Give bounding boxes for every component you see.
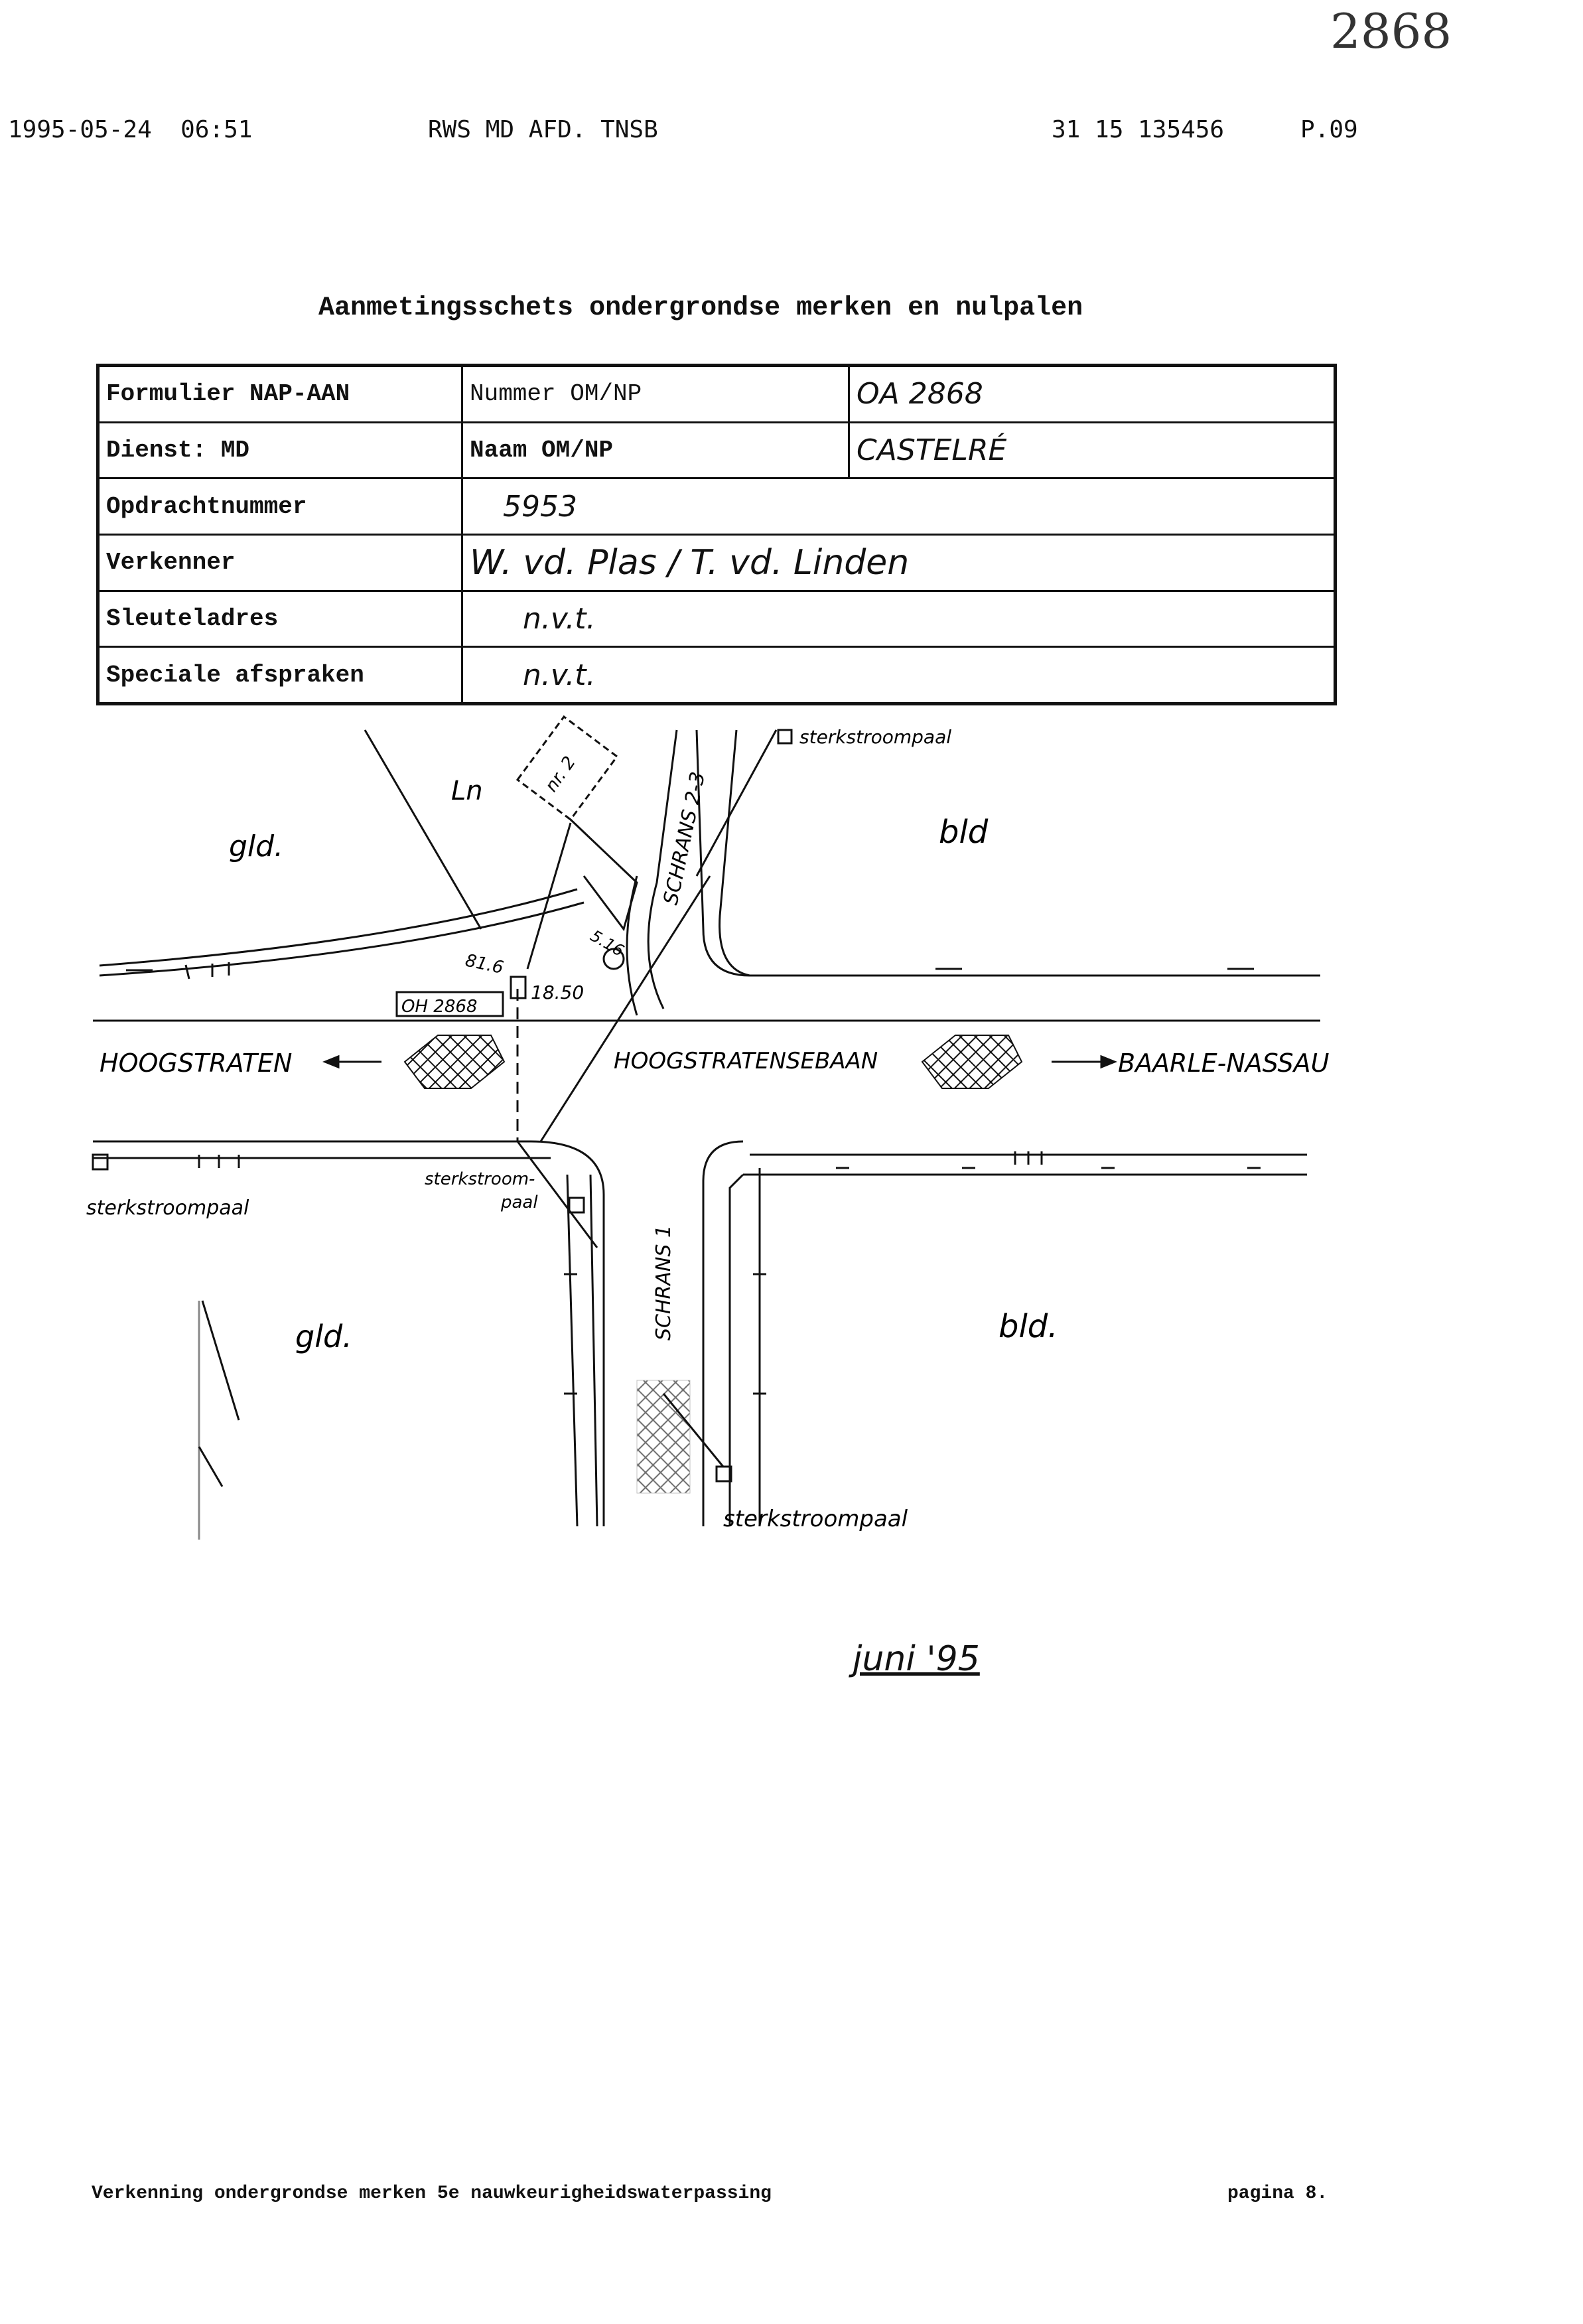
document-title: Aanmetingsschets ondergrondse merken en …: [318, 293, 1083, 323]
label-nr2: nr. 2: [541, 753, 580, 796]
label-baarle-nassau: BAARLE-NASSAU: [1118, 1049, 1330, 1078]
form-label: Opdrachtnummer: [97, 477, 463, 536]
label-measure-81-6: 81.6: [464, 951, 506, 978]
label-sterkstroompaal-left: sterkstroompaal: [86, 1197, 249, 1220]
label-sterkstroompaal-mid-2: paal: [500, 1193, 538, 1212]
label-bld-top: bld: [939, 814, 989, 851]
form-table: Formulier NAP-AAN Nummer OM/NP OA 2868 D…: [96, 364, 1337, 705]
hatched-areas: [403, 1035, 1023, 1494]
north-arrow: [198, 1300, 240, 1540]
label-sterkstroompaal-top: sterkstroompaal: [799, 726, 951, 748]
form-value-sleuteladres: n.v.t.: [461, 589, 1336, 648]
label-gld-top: gld.: [229, 830, 283, 863]
document-number-handwritten: 2868: [1330, 3, 1452, 59]
form-label-secondary: Nummer OM/NP: [461, 364, 850, 423]
mark-id-box: [395, 991, 504, 1017]
label-schrans-1: SCHRANS 1: [652, 1225, 675, 1341]
house-nr-2: [516, 715, 638, 932]
form-row-formulier: Formulier NAP-AAN Nummer OM/NP OA 2868: [97, 364, 1336, 423]
form-row-sleuteladres: Sleuteladres n.v.t.: [97, 589, 1336, 648]
form-row-speciale-afspraken: Speciale afspraken n.v.t.: [97, 646, 1336, 705]
form-label: Speciale afspraken: [97, 646, 463, 705]
fax-page: P.09: [1300, 116, 1358, 143]
label-measure-18-50: 18.50: [531, 981, 584, 1003]
form-label: Sleuteladres: [97, 589, 463, 648]
direction-arrows: [322, 1054, 1118, 1069]
label-hoogstratensebaan: HOOGSTRATENSEBAAN: [614, 1048, 878, 1074]
mark-location-box: [510, 976, 527, 999]
fax-sender: RWS MD AFD. TNSB: [428, 116, 658, 143]
form-value-speciale-afspraken: n.v.t.: [461, 646, 1336, 705]
label-hoogstraten: HOOGSTRATEN: [100, 1049, 292, 1078]
form-row-verkenner: Verkenner W. vd. Plas / T. vd. Linden: [97, 533, 1336, 592]
measure-lines: [364, 729, 778, 1467]
power-pole-markers: [92, 729, 793, 1483]
footer-page-number: pagina 8.: [1227, 2183, 1328, 2204]
form-label: Verkenner: [97, 533, 463, 592]
form-value-name: CASTELRÉ: [848, 421, 1336, 480]
form-value-number: OA 2868: [848, 364, 1336, 423]
main-road-edges: [93, 729, 1320, 1527]
form-value-opdrachtnummer: 5953: [461, 477, 1336, 536]
fax-phone: 31 15 135456: [1052, 116, 1225, 143]
form-row-dienst: Dienst: MD Naam OM/NP CASTELRÉ: [97, 421, 1336, 480]
form-row-opdracht: Opdrachtnummer 5953: [97, 477, 1336, 536]
label-mark-id: OH 2868: [401, 997, 477, 1017]
form-label: Formulier NAP-AAN: [97, 364, 463, 423]
date-note-handwritten: juni '95: [853, 1639, 980, 1679]
road-tick-marks: [126, 962, 1261, 1395]
footer-left-text: Verkenning ondergrondse merken 5e nauwke…: [92, 2183, 772, 2204]
label-measure-5-16: 5.16: [587, 926, 627, 960]
label-gld-bottom: gld.: [295, 1319, 352, 1354]
label-sterkstroompaal-bottom: sterkstroompaal: [723, 1506, 908, 1532]
form-label: Dienst: MD: [97, 421, 463, 480]
label-ln: Ln: [451, 776, 483, 806]
label-bld-bottom: bld.: [998, 1308, 1058, 1345]
label-sterkstroompaal-mid-1: sterkstroom-: [425, 1169, 535, 1189]
fax-datetime: 1995-05-24 06:51: [8, 116, 253, 143]
form-label-secondary: Naam OM/NP: [461, 421, 850, 480]
form-value-verkenner: W. vd. Plas / T. vd. Linden: [461, 533, 1336, 592]
